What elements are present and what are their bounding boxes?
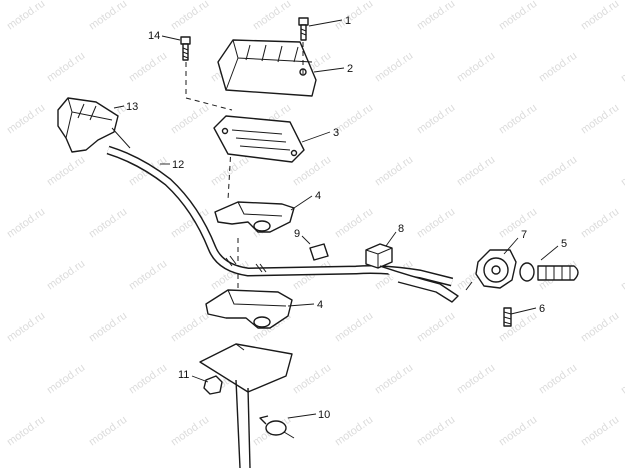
watermark-text: motod.ru — [169, 414, 211, 449]
watermark-text: motod.ru — [127, 258, 169, 293]
watermark-text: motod.ru — [87, 414, 129, 449]
watermark-text: motod.ru — [579, 0, 621, 32]
watermark-text: motod.ru — [537, 362, 579, 397]
watermark-text: motod.ru — [87, 0, 129, 32]
leader-lines — [113, 19, 559, 419]
watermark-text: motod.ru — [579, 206, 621, 241]
watermark-text: motod.ru — [619, 154, 625, 189]
watermark-text: motod.ru — [5, 414, 47, 449]
callout-7: 7 — [521, 229, 527, 241]
watermark-text: motod.ru — [579, 310, 621, 345]
watermark-text: motod.ru — [415, 310, 457, 345]
watermark-text: motod.ru — [45, 154, 87, 189]
callout-labels: 1 2 3 4 4 5 6 7 8 9 10 11 12 13 14 — [126, 15, 567, 421]
callout-6: 6 — [539, 303, 545, 315]
watermark-text: motod.ru — [45, 50, 87, 85]
watermark-text: motod.ru — [497, 0, 539, 32]
callout-12: 12 — [172, 159, 184, 171]
watermark-text: motod.ru — [87, 310, 129, 345]
watermark-text: motod.ru — [127, 362, 169, 397]
watermark-text: motod.ru — [537, 50, 579, 85]
watermark-text: motod.ru — [455, 154, 497, 189]
watermark-text: motod.ru — [455, 50, 497, 85]
watermark-text: motod.ru — [619, 258, 625, 293]
part-2-pad-cover — [217, 39, 317, 97]
watermark-text: motod.ru — [373, 50, 415, 85]
watermark-text: motod.ru — [619, 362, 625, 397]
watermark-text: motod.ru — [579, 414, 621, 449]
watermark-text: motod.ru — [169, 310, 211, 345]
watermark-text: motod.ru — [333, 102, 375, 137]
part-13-switch-housing — [57, 97, 131, 153]
part-8-lever-clamp — [365, 243, 393, 269]
part-1-bolt — [298, 17, 309, 41]
part-12-handlebar — [106, 145, 454, 287]
steering-stem — [235, 379, 251, 468]
watermark-text: motod.ru — [333, 206, 375, 241]
part-11-nut — [203, 375, 223, 395]
callout-14: 14 — [148, 30, 160, 42]
watermark-text: motod.ru — [537, 154, 579, 189]
watermark-text: motod.ru — [45, 258, 87, 293]
part-9-sleeve — [309, 243, 329, 261]
part-5-grip — [519, 262, 579, 282]
part-4-upper-clamp — [214, 201, 295, 233]
watermark-text: motod.ru — [497, 102, 539, 137]
watermark-text: motod.ru — [497, 310, 539, 345]
watermark-text: motod.ru — [579, 102, 621, 137]
assembly-line-left — [185, 62, 233, 111]
watermark-text: motod.ru — [87, 206, 129, 241]
callout-4-upper: 4 — [315, 190, 321, 202]
watermark-text: motod.ru — [45, 362, 87, 397]
watermark-text: motod.ru — [333, 0, 375, 32]
callout-9: 9 — [294, 228, 300, 240]
watermark-text: motod.ru — [169, 102, 211, 137]
callout-13: 13 — [126, 101, 138, 113]
brake-lever — [379, 265, 459, 303]
part-4-lower-clamp — [205, 289, 293, 329]
callout-5: 5 — [561, 238, 567, 250]
callout-10: 10 — [318, 409, 330, 421]
watermark-text: motod.ru — [251, 0, 293, 32]
watermark-text: motod.ru — [415, 0, 457, 32]
watermark-text: motod.ru — [291, 362, 333, 397]
part-7-throttle-housing — [465, 249, 517, 291]
watermark-text: motod.ru — [291, 154, 333, 189]
watermark-text: motod.ru — [497, 414, 539, 449]
watermark-text: motod.ru — [373, 362, 415, 397]
watermark-text: motod.ru — [5, 102, 47, 137]
watermark-text: motod.ru — [333, 310, 375, 345]
part-14-bolt — [180, 36, 191, 61]
part-10-clamp — [259, 415, 295, 439]
watermark-text: motod.ru — [455, 362, 497, 397]
watermark-text: motod.ru — [5, 310, 47, 345]
watermark-text: motod.ru — [619, 50, 625, 85]
part-6-screw — [503, 307, 512, 327]
part-3-clamp-plate — [213, 115, 305, 163]
callout-4-lower: 4 — [317, 299, 323, 311]
watermark-text: motod.ru — [127, 50, 169, 85]
watermark-text: motod.ru — [497, 206, 539, 241]
watermark-text: motod.ru — [169, 0, 211, 32]
callout-8: 8 — [398, 223, 404, 235]
callout-2: 2 — [347, 63, 353, 75]
stem-plate — [199, 343, 293, 393]
callout-3: 3 — [333, 127, 339, 139]
watermark-text: motod.ru — [5, 0, 47, 32]
watermark-text: motod.ru — [415, 206, 457, 241]
watermark-text: motod.ru — [415, 102, 457, 137]
callout-1: 1 — [345, 15, 351, 27]
watermark-text: motod.ru — [5, 206, 47, 241]
callout-11: 11 — [178, 369, 189, 381]
watermark-text: motod.ru — [415, 414, 457, 449]
watermark-text: motod.ru — [333, 414, 375, 449]
watermark-text: motod.ru — [373, 154, 415, 189]
